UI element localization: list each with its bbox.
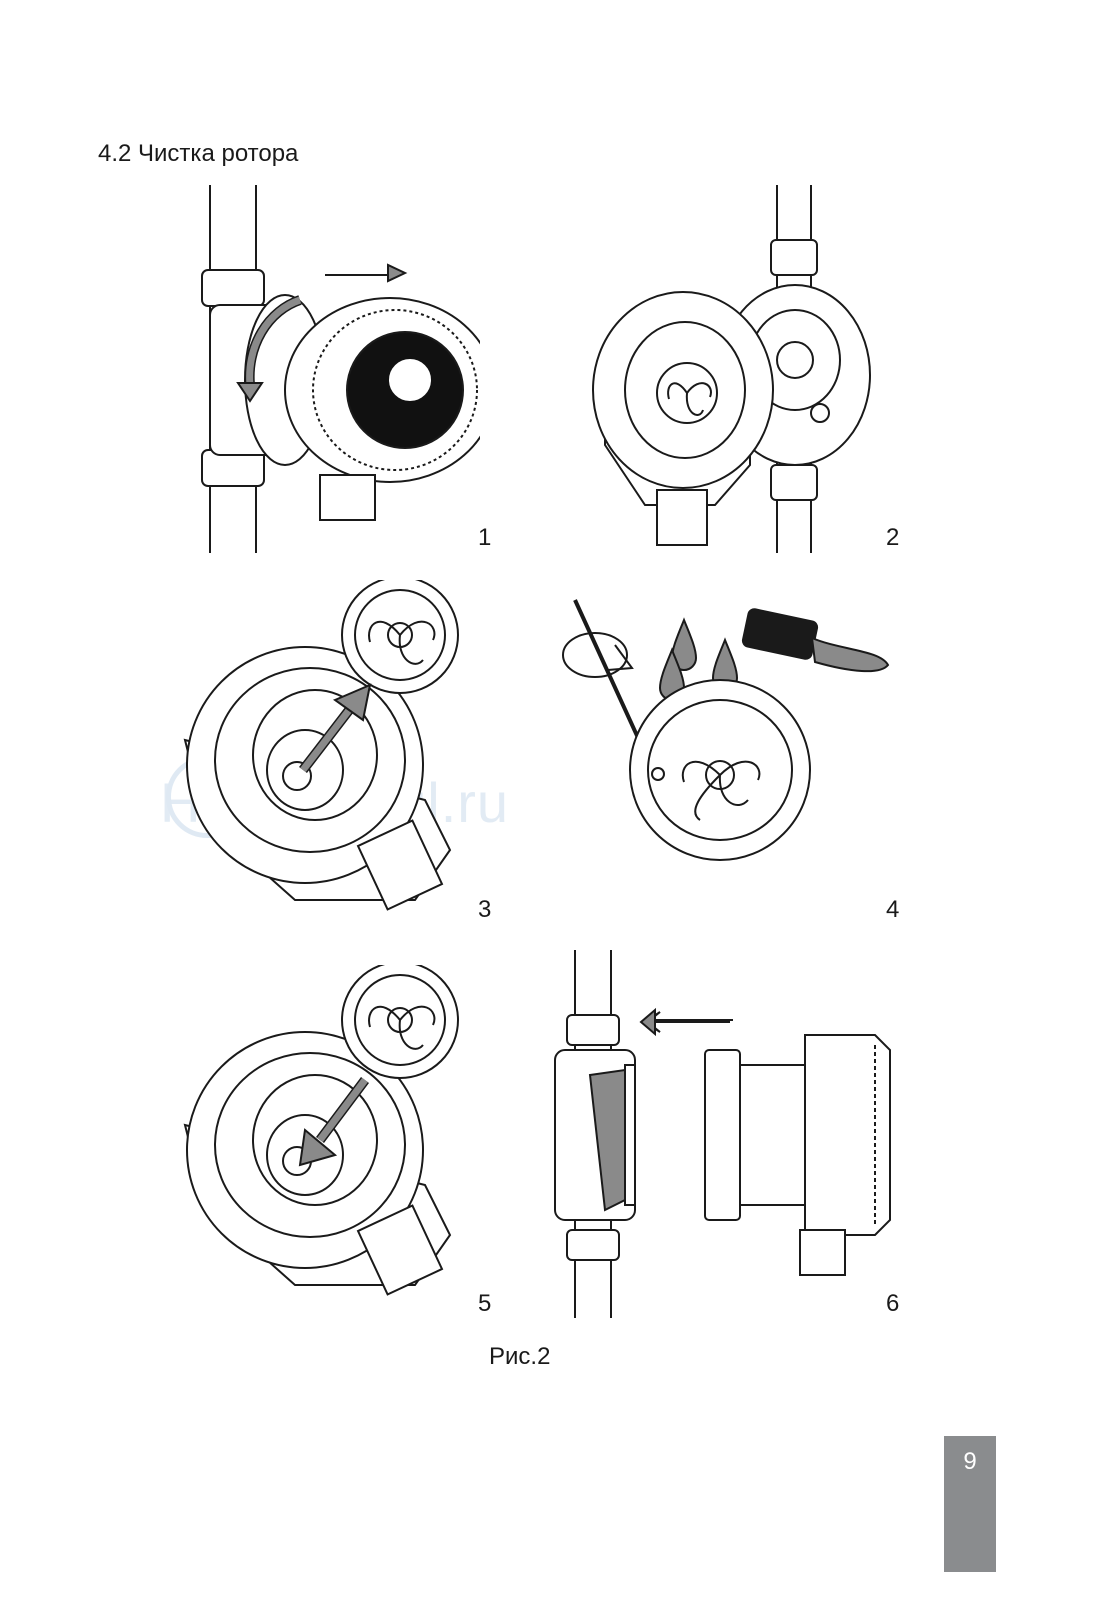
illustration-step-2 [585,185,885,555]
section-title: 4.2 Чистка ротора [98,140,299,167]
panel-number: 2 [886,524,900,551]
figure-caption: Рис.2 [489,1343,551,1370]
illustration-step-6 [545,950,905,1320]
illustration-step-3 [175,580,475,920]
page-tab: 9 [944,1436,996,1572]
page-number: 9 [963,1448,977,1475]
illustration-step-4 [560,590,900,880]
panel-number: 5 [478,1290,492,1317]
panel-number: 4 [886,896,900,923]
panel-number: 1 [478,524,492,551]
illustration-step-1 [180,185,480,555]
illustration-step-5 [175,965,475,1305]
panel-number: 6 [886,1290,900,1317]
panel-number: 3 [478,896,492,923]
